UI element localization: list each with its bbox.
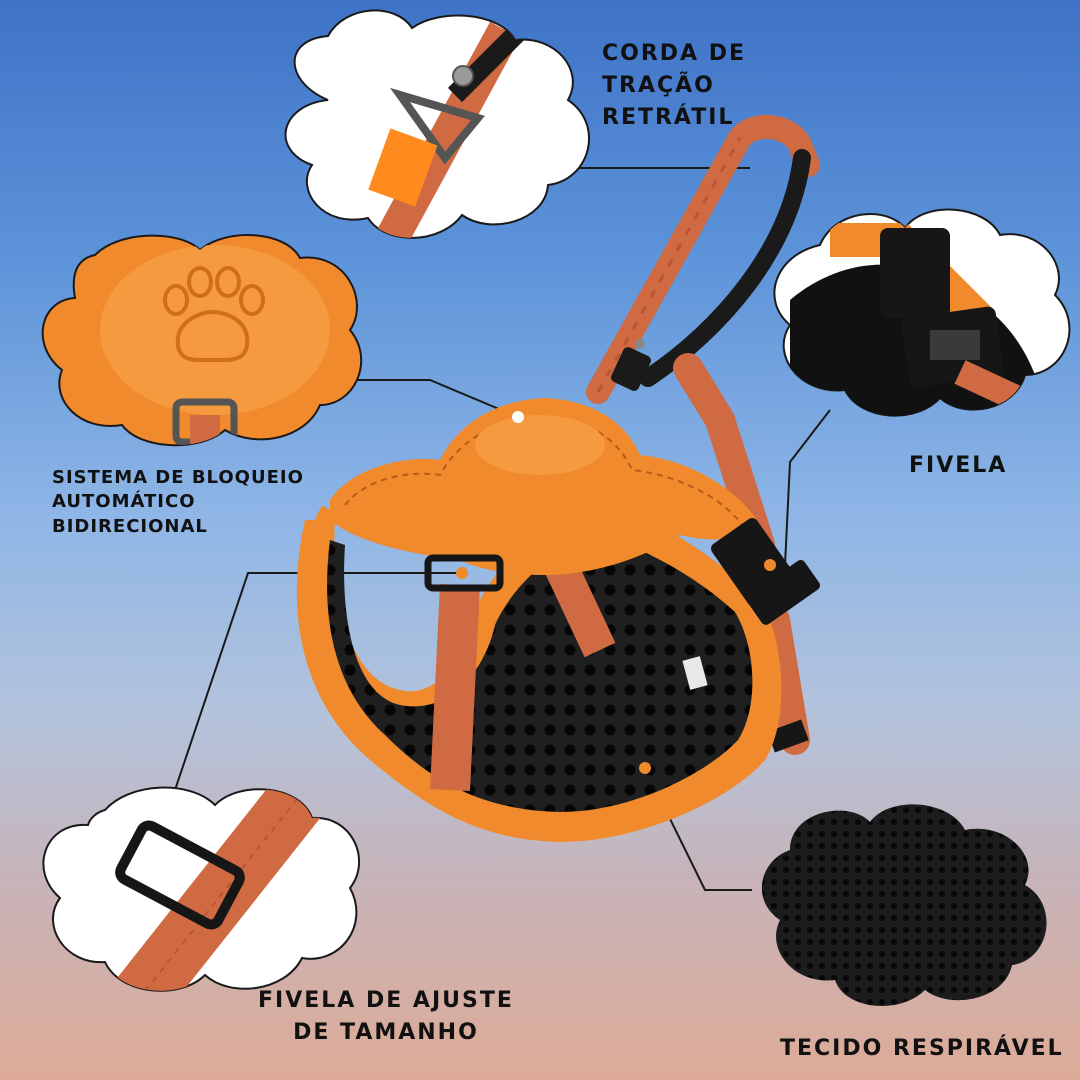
leader-line-buckle bbox=[770, 409, 831, 566]
body-buckle bbox=[711, 517, 821, 625]
body-adjuster bbox=[424, 554, 504, 592]
back-plate bbox=[330, 398, 760, 575]
paw-print-icon bbox=[163, 266, 265, 363]
label-retractable-leash: CORDA DE TRAÇÃO RETRÁTIL bbox=[602, 41, 747, 130]
bubble-fabric bbox=[761, 804, 1047, 1007]
front-strap bbox=[299, 505, 616, 791]
label-size-adjust-buckle: FIVELA DE AJUSTE DE TAMANHO bbox=[258, 988, 514, 1045]
bubble-lock bbox=[41, 234, 363, 447]
side-strap-right bbox=[673, 353, 810, 755]
label-buckle: FIVELA bbox=[909, 453, 1008, 478]
label-breathable-fabric: TECIDO RESPIRÁVEL bbox=[780, 1036, 1064, 1061]
bubble-adjust bbox=[42, 786, 360, 992]
leader-line-lock bbox=[325, 379, 519, 418]
leader-line-adjust bbox=[174, 572, 462, 791]
label-auto-lock-system: SISTEMA DE BLOQUEIO AUTOMÁTICO BIDIRECIO… bbox=[52, 467, 304, 537]
leash bbox=[586, 114, 820, 404]
bubble-buckle bbox=[773, 208, 1071, 417]
bubble-leash bbox=[284, 9, 590, 239]
fabric-marker bbox=[639, 762, 651, 774]
